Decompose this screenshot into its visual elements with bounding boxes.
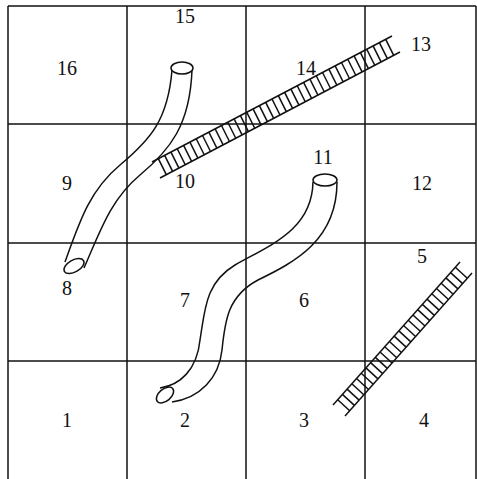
ladder-rung <box>158 159 166 175</box>
ladder-rung <box>215 129 223 145</box>
ladder-rung <box>165 155 173 171</box>
ladder-rung <box>259 106 267 122</box>
ladder-rung <box>203 135 211 151</box>
ladder-rung <box>446 278 458 289</box>
ladder-rung <box>360 53 368 69</box>
ladder-rung <box>196 139 204 155</box>
cell-number: 2 <box>180 410 190 430</box>
ladder-rung <box>190 142 198 158</box>
ladder-rung <box>373 46 381 62</box>
board-grid <box>8 6 476 479</box>
cell-number: 8 <box>62 278 72 298</box>
cell-number: 10 <box>175 171 195 191</box>
ladder-rung <box>240 116 248 132</box>
ladder-rung <box>310 79 318 95</box>
cell-number: 1 <box>62 410 72 430</box>
ladder-rung <box>422 304 434 315</box>
ladder-rung <box>432 294 444 305</box>
cell-number: 11 <box>313 147 332 167</box>
ladder-rung <box>228 122 236 138</box>
ladder-rung <box>278 96 286 112</box>
cell-number: 13 <box>411 34 431 54</box>
ladder-rung <box>338 400 350 411</box>
ladder-rung <box>177 149 185 165</box>
cell-number: 9 <box>62 173 72 193</box>
ladder-rung <box>357 379 369 390</box>
ladder-rung <box>441 283 453 294</box>
ladder-rung <box>316 76 324 92</box>
ladder-rung <box>455 267 467 278</box>
ladder-rung <box>247 112 255 128</box>
ladder-rung <box>209 132 217 148</box>
ladder-rung <box>347 389 359 400</box>
ladder-rung <box>367 49 375 65</box>
cell-number: 14 <box>296 58 316 78</box>
ladder-rung <box>389 341 401 352</box>
ladder-rung <box>408 320 420 331</box>
ladder-rung <box>436 288 448 299</box>
ladder-rung <box>386 39 394 55</box>
ladder-rung <box>221 126 229 142</box>
ladder-rung <box>379 43 387 59</box>
ladder-rung <box>285 92 293 108</box>
ladder-short <box>333 262 472 416</box>
cell-number: 3 <box>299 410 309 430</box>
cell-number: 16 <box>57 58 77 78</box>
ladder-rung <box>361 373 373 384</box>
ladder-rung <box>266 102 274 118</box>
ladder-rung <box>171 152 179 168</box>
ladder-rung <box>418 310 430 321</box>
cell-number: 5 <box>417 246 427 266</box>
ladder-rung <box>380 352 392 363</box>
ladder-rung <box>184 145 192 161</box>
cell-number: 7 <box>180 290 190 310</box>
cell-number: 6 <box>299 290 309 310</box>
ladder-rung <box>329 69 337 85</box>
ladder-rung <box>375 357 387 368</box>
ladder-rung <box>399 331 411 342</box>
ladder-rung <box>451 273 463 284</box>
ladder-rung <box>234 119 242 135</box>
ladder-rung <box>341 63 349 79</box>
cell-number: 4 <box>419 410 429 430</box>
cell-number: 12 <box>412 173 432 193</box>
snake-long <box>61 62 193 277</box>
ladder-rung <box>291 89 299 105</box>
ladder-rung <box>304 82 312 98</box>
ladder-rung <box>253 109 261 125</box>
ladder-rung <box>348 59 356 75</box>
ladder-rung <box>272 99 280 115</box>
ladder-rung <box>354 56 362 72</box>
ladder-rung <box>335 66 343 82</box>
ladder-rung <box>342 394 354 405</box>
ladder-rung <box>371 363 383 374</box>
ladder-rung <box>323 72 331 88</box>
ladder-rung <box>413 315 425 326</box>
ladder-rung <box>427 299 439 310</box>
ladder-rung <box>297 86 305 102</box>
snake-short <box>153 174 337 406</box>
ladder-rung <box>352 384 364 395</box>
cell-number: 15 <box>175 6 195 26</box>
ladder-long <box>152 36 400 178</box>
ladder-rung <box>366 368 378 379</box>
ladder-rung <box>404 326 416 337</box>
ladder-rung <box>385 347 397 358</box>
ladder-rung <box>394 336 406 347</box>
